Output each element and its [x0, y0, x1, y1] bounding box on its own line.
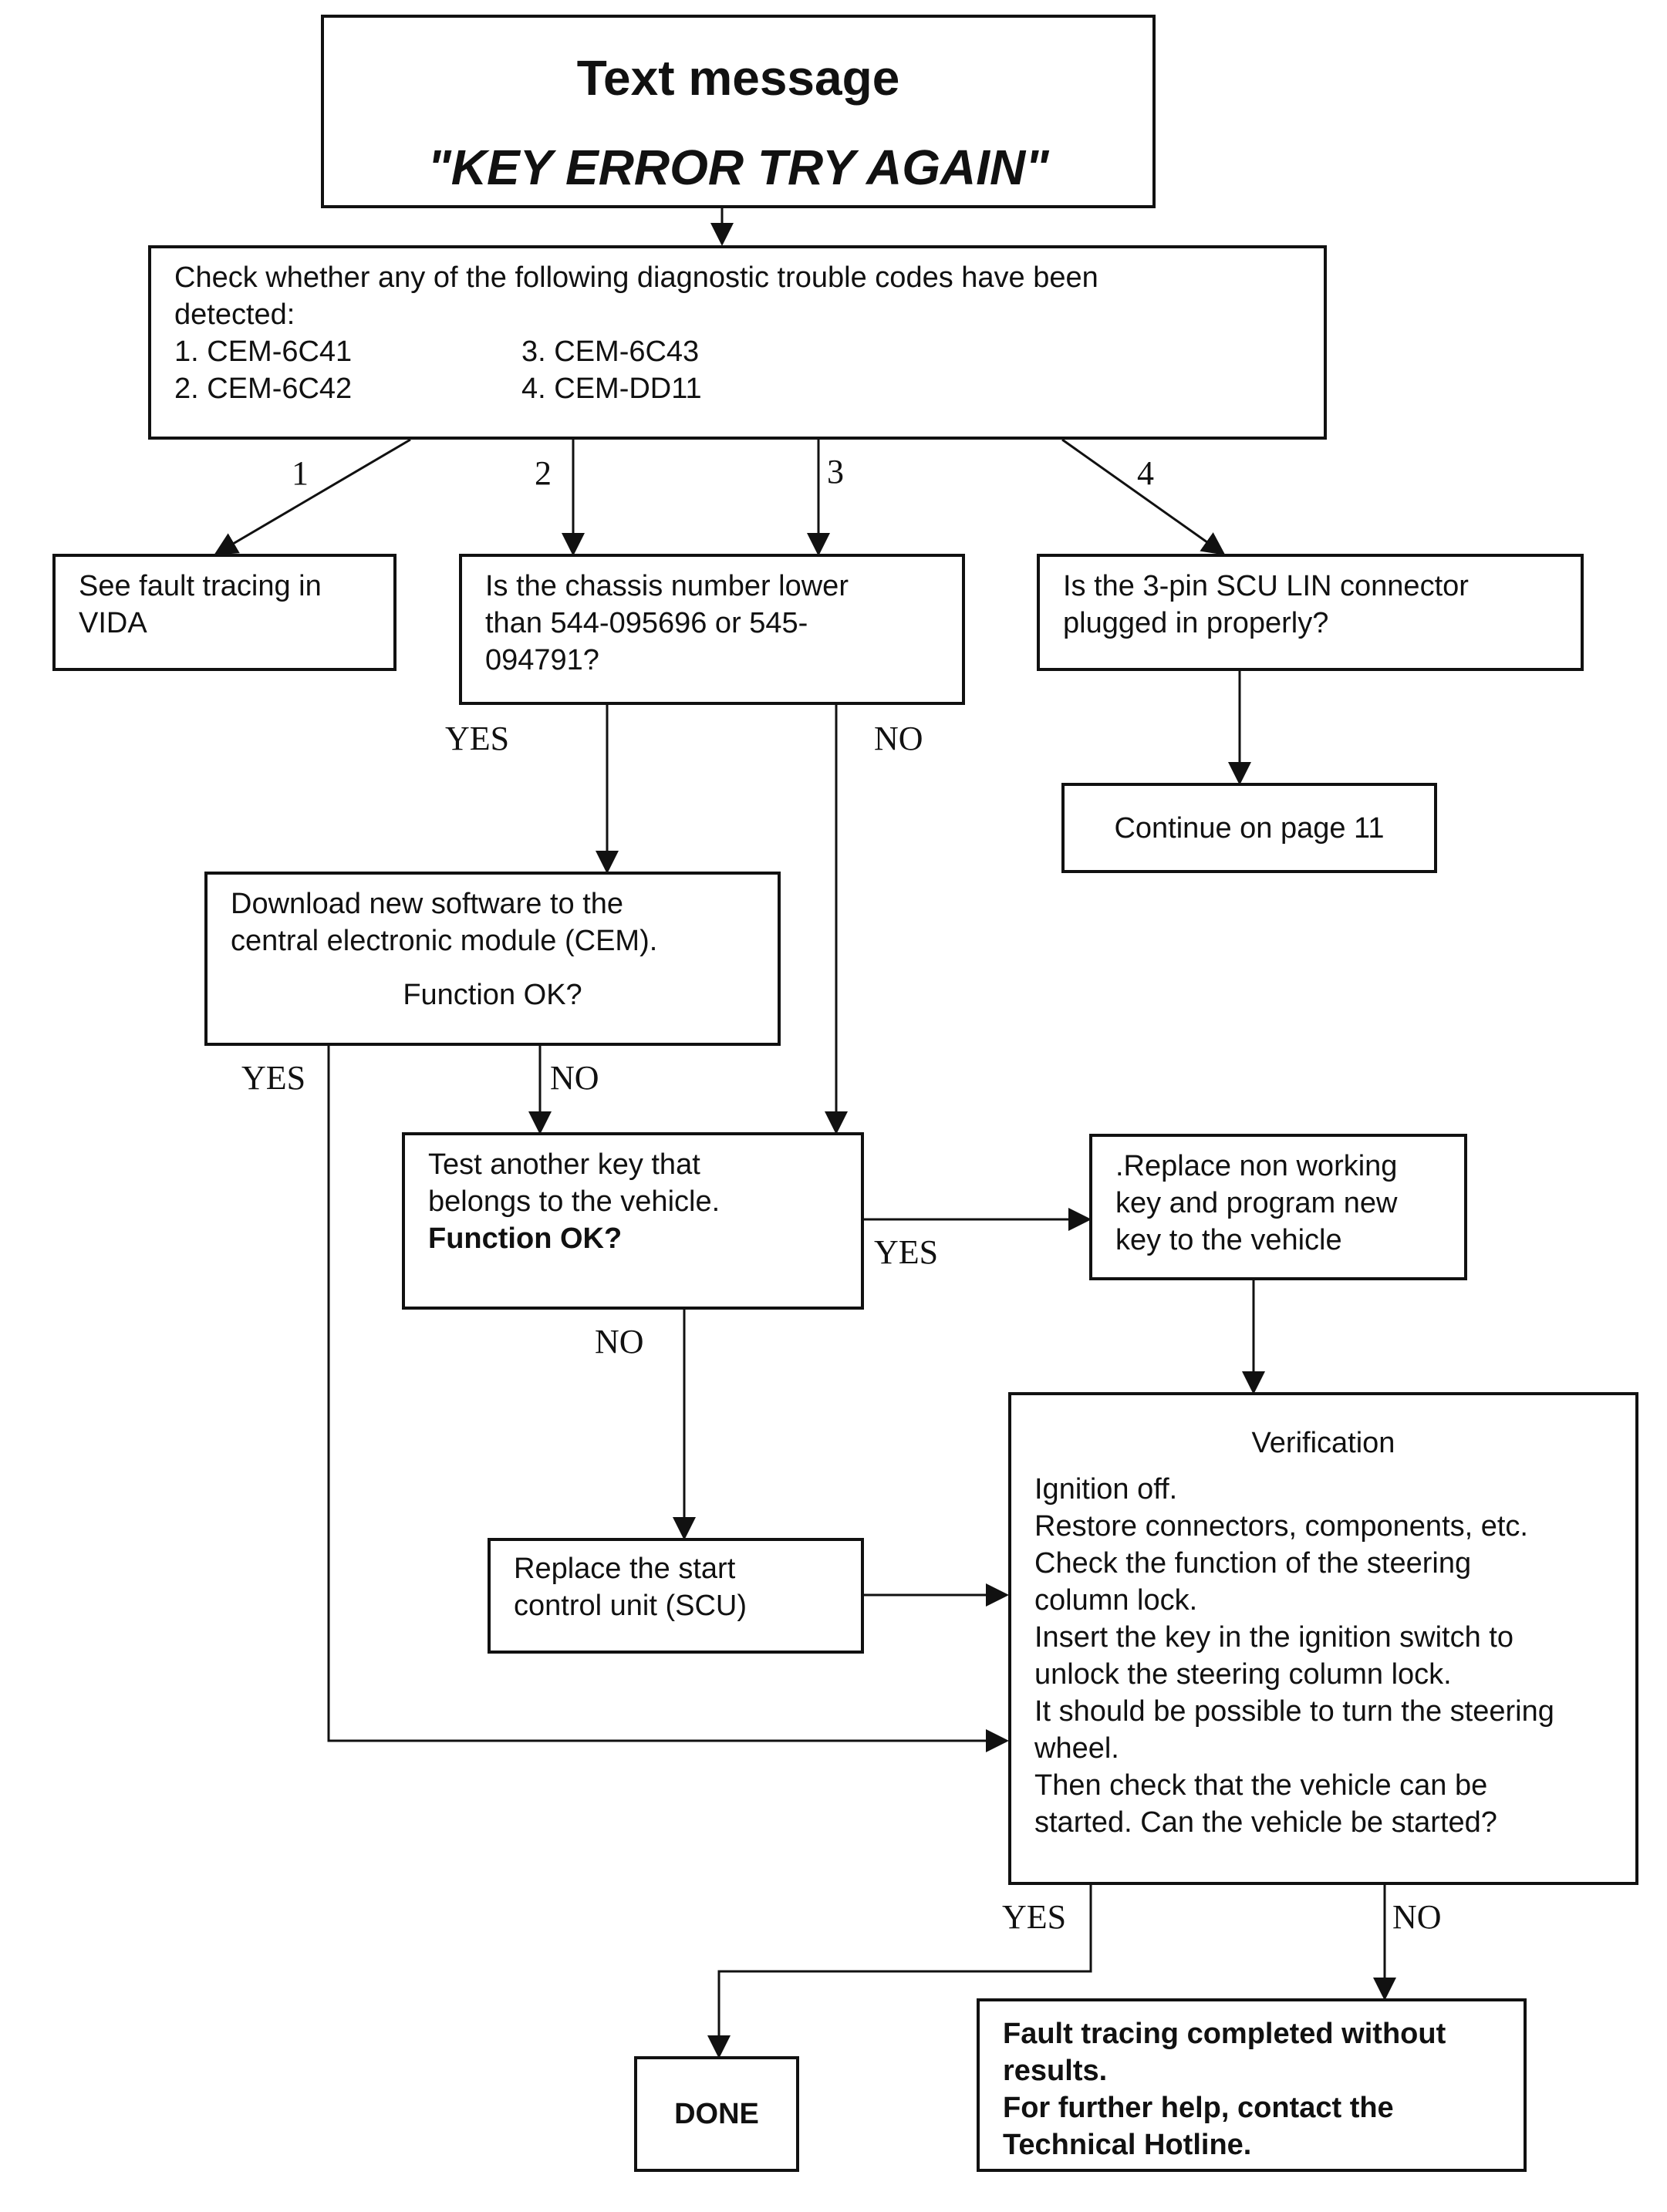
- label-verification-yes: YES: [1002, 1898, 1067, 1936]
- verification-title: Verification: [1251, 1427, 1395, 1459]
- done-text: DONE: [674, 2098, 759, 2130]
- arrow-download-yes: [327, 1046, 1009, 1752]
- test-key-box: Test another key that belongs to the veh…: [402, 1132, 864, 1310]
- verification-line: started. Can the vehicle be started?: [1034, 1806, 1497, 1839]
- code-item: 4. CEM-DD11: [521, 373, 702, 405]
- test-key-question: Function OK?: [428, 1222, 623, 1255]
- replace-key-text: key and program new: [1115, 1187, 1398, 1219]
- arrow-branch-1: [214, 438, 411, 555]
- replace-key-text: key to the vehicle: [1115, 1224, 1342, 1256]
- fault-vida-box: See fault tracing in VIDA: [52, 554, 397, 671]
- branch-label-4: 4: [1137, 454, 1154, 492]
- download-software-text: Download new software to the: [231, 888, 624, 920]
- label-chassis-yes: YES: [445, 720, 510, 757]
- header-message: "KEY ERROR TRY AGAIN": [427, 140, 1049, 195]
- test-key-text: belongs to the vehicle.: [428, 1185, 720, 1218]
- label-verification-no: NO: [1392, 1898, 1442, 1936]
- replace-key-text: .Replace non working: [1115, 1150, 1398, 1182]
- download-software-question: Function OK?: [403, 979, 582, 1011]
- replace-scu-text: Replace the start: [514, 1553, 736, 1585]
- test-key-text: Test another key that: [428, 1148, 700, 1181]
- hotline-text: Fault tracing completed without: [1003, 2018, 1446, 2050]
- branch-label-2: 2: [535, 454, 552, 492]
- hotline-text: Technical Hotline.: [1003, 2129, 1252, 2161]
- code-item: 2. CEM-6C42: [174, 373, 353, 405]
- verification-line: Ignition off.: [1034, 1473, 1178, 1506]
- chassis-check-text: than 544-095696 or 545-: [485, 607, 808, 639]
- arrow-branch-4: [1061, 438, 1226, 555]
- header-title: Text message: [576, 50, 900, 106]
- hotline-text: results.: [1003, 2055, 1108, 2087]
- verification-line: wheel.: [1034, 1732, 1119, 1765]
- download-software-text: central electronic module (CEM).: [231, 925, 658, 957]
- continue-page-text: Continue on page 11: [1114, 811, 1385, 845]
- fault-vida-text: VIDA: [79, 607, 147, 639]
- done-box: DONE: [634, 2056, 799, 2172]
- check-codes-text: detected:: [174, 298, 295, 331]
- hotline-box: Fault tracing completed without results.…: [977, 1998, 1527, 2172]
- replace-scu-box: Replace the start control unit (SCU): [488, 1538, 864, 1654]
- codes-list: 1. CEM-6C41 2. CEM-6C42 3. CEM-6C43 4. C…: [174, 333, 1301, 407]
- code-item: 3. CEM-6C43: [521, 336, 700, 368]
- check-codes-text: Check whether any of the following diagn…: [174, 261, 1098, 294]
- verification-line: It should be possible to turn the steeri…: [1034, 1695, 1554, 1728]
- label-download-yes: YES: [241, 1059, 306, 1097]
- label-chassis-no: NO: [874, 720, 923, 757]
- continue-page-box: Continue on page 11: [1061, 783, 1437, 873]
- download-software-box: Download new software to the central ele…: [204, 872, 781, 1046]
- replace-key-box: .Replace non working key and program new…: [1089, 1134, 1467, 1280]
- arrow-verification-yes: [707, 1885, 1092, 2059]
- chassis-check-text: Is the chassis number lower: [485, 570, 849, 602]
- branch-label-3: 3: [827, 453, 844, 491]
- verification-line: Insert the key in the ignition switch to: [1034, 1621, 1513, 1654]
- code-item: 1. CEM-6C41: [174, 336, 353, 368]
- scu-connector-text: plugged in properly?: [1063, 607, 1329, 639]
- replace-scu-text: control unit (SCU): [514, 1590, 747, 1622]
- fault-vida-text: See fault tracing in: [79, 570, 322, 602]
- label-test-key-yes: YES: [874, 1233, 939, 1271]
- hotline-text: For further help, contact the: [1003, 2092, 1394, 2124]
- verification-line: column lock.: [1034, 1584, 1198, 1617]
- header-box: Text message "KEY ERROR TRY AGAIN": [321, 15, 1156, 208]
- scu-connector-box: Is the 3-pin SCU LIN connector plugged i…: [1037, 554, 1584, 671]
- scu-connector-text: Is the 3-pin SCU LIN connector: [1063, 570, 1469, 602]
- label-download-no: NO: [550, 1059, 599, 1097]
- label-test-key-no: NO: [595, 1323, 644, 1361]
- verification-line: unlock the steering column lock.: [1034, 1658, 1452, 1691]
- branch-label-1: 1: [292, 454, 309, 492]
- verification-line: Restore connectors, components, etc.: [1034, 1510, 1528, 1543]
- chassis-check-text: 094791?: [485, 644, 599, 676]
- verification-box: Verification Ignition off. Restore conne…: [1008, 1392, 1638, 1885]
- check-codes-box: Check whether any of the following diagn…: [148, 245, 1327, 440]
- verification-line: Then check that the vehicle can be: [1034, 1769, 1488, 1802]
- verification-line: Check the function of the steering: [1034, 1547, 1472, 1580]
- chassis-check-box: Is the chassis number lower than 544-095…: [459, 554, 965, 705]
